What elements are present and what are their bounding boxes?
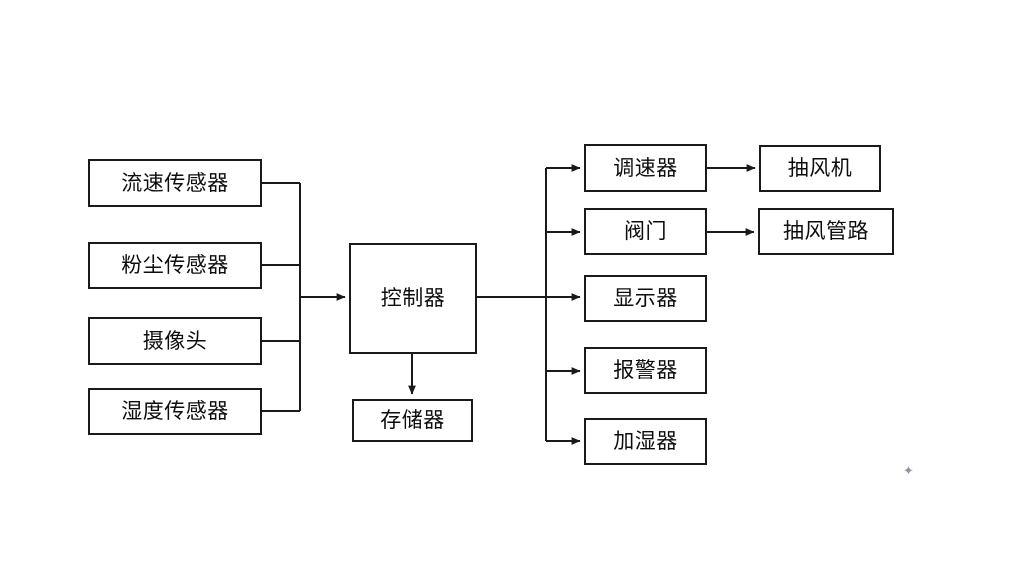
node-alarm[interactable]: 报警器 bbox=[584, 347, 707, 394]
node-humidity-sensor[interactable]: 湿度传感器 bbox=[88, 388, 262, 435]
node-dust-sensor-label: 粉尘传感器 bbox=[121, 253, 229, 277]
node-alarm-label: 报警器 bbox=[613, 358, 678, 382]
node-storage-label: 存储器 bbox=[380, 408, 445, 432]
node-exhaust-fan[interactable]: 抽风机 bbox=[759, 145, 881, 192]
node-controller-label: 控制器 bbox=[380, 286, 446, 310]
stray-mark-icon: ✦ bbox=[903, 464, 914, 479]
node-camera-label: 摄像头 bbox=[142, 328, 208, 353]
node-camera[interactable]: 摄像头 bbox=[88, 317, 262, 365]
node-display[interactable]: 显示器 bbox=[584, 275, 707, 322]
node-controller[interactable]: 控制器 bbox=[349, 243, 477, 354]
node-display-label: 显示器 bbox=[613, 286, 678, 310]
node-speed-governor[interactable]: 调速器 bbox=[584, 144, 707, 192]
node-dust-sensor[interactable]: 粉尘传感器 bbox=[88, 242, 262, 289]
node-valve-label: 阀门 bbox=[624, 219, 667, 243]
node-humidifier-label: 加湿器 bbox=[613, 429, 678, 453]
node-storage[interactable]: 存储器 bbox=[352, 399, 473, 442]
node-exhaust-fan-label: 抽风机 bbox=[787, 156, 853, 180]
node-exhaust-duct[interactable]: 抽风管路 bbox=[758, 208, 894, 255]
node-flow-sensor[interactable]: 流速传感器 bbox=[88, 159, 262, 207]
node-valve[interactable]: 阀门 bbox=[584, 208, 707, 255]
node-exhaust-duct-label: 抽风管路 bbox=[783, 219, 869, 243]
node-humidifier[interactable]: 加湿器 bbox=[584, 418, 707, 465]
node-speed-governor-label: 调速器 bbox=[613, 155, 678, 180]
node-humidity-sensor-label: 湿度传感器 bbox=[121, 399, 229, 423]
node-flow-sensor-label: 流速传感器 bbox=[121, 170, 229, 195]
